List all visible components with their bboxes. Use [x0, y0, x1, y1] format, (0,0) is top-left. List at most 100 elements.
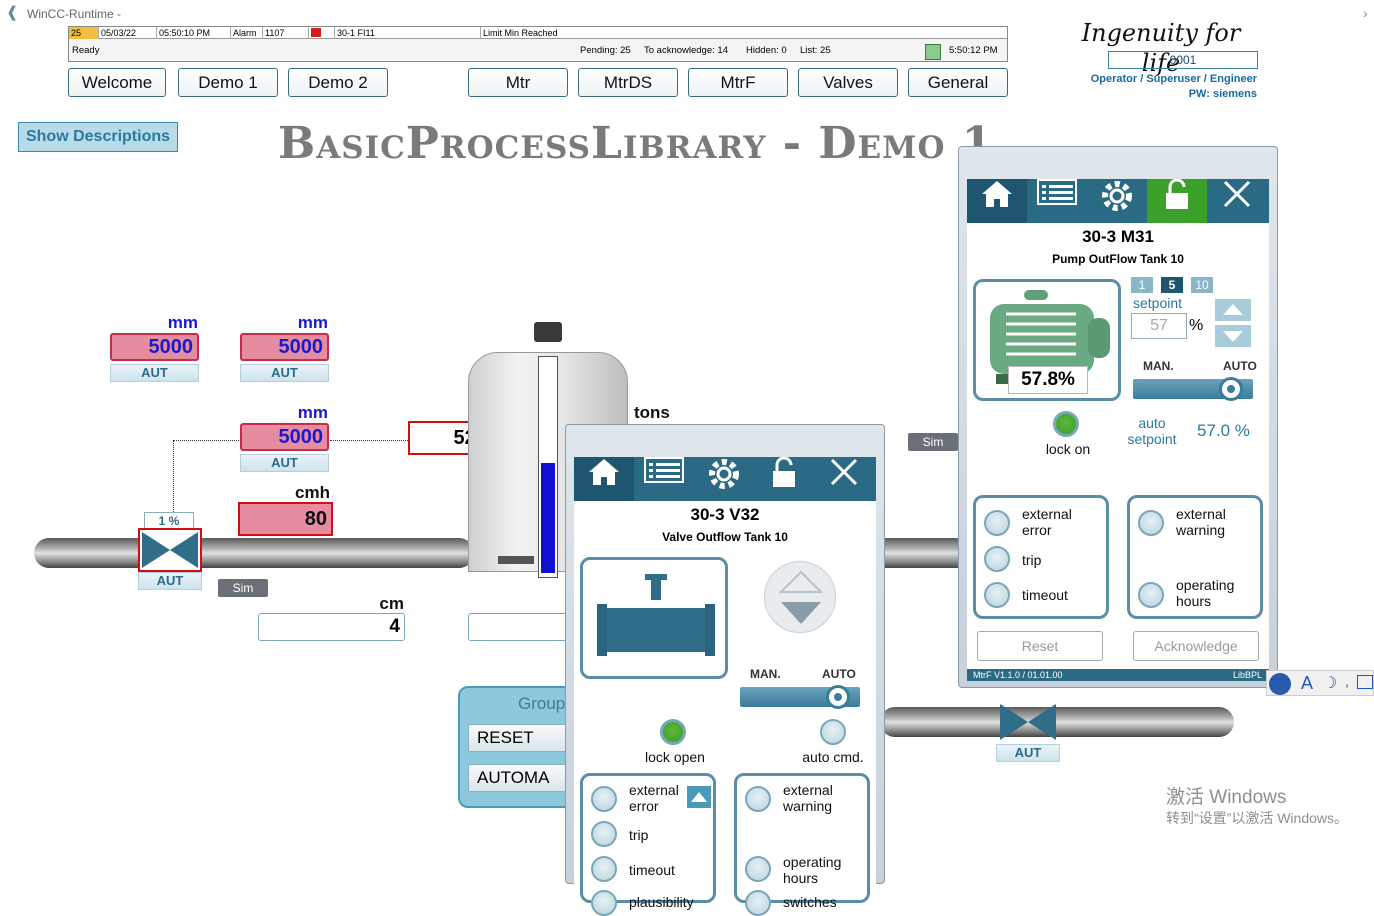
warning-group: external warning operating hours: [1127, 495, 1263, 619]
home-icon[interactable]: [574, 457, 634, 501]
nav-general-button[interactable]: General: [908, 68, 1008, 97]
level2-value[interactable]: 5000: [240, 333, 329, 361]
setpoint-input[interactable]: 57: [1131, 313, 1187, 339]
label-external-warning: external warning: [783, 782, 833, 814]
ime-logo-icon[interactable]: [1269, 673, 1291, 695]
nav-demo1-button[interactable]: Demo 1: [178, 68, 278, 97]
signal-line: [330, 440, 410, 441]
unlock-icon[interactable]: [754, 456, 814, 501]
tank-weight-field[interactable]: [468, 613, 568, 641]
close-icon[interactable]: [814, 457, 874, 501]
tank-level-bar: [538, 356, 558, 578]
ime-mode-icon[interactable]: A: [1301, 673, 1314, 693]
cm-value[interactable]: 4: [258, 613, 405, 641]
nav-welcome-button[interactable]: Welcome: [68, 68, 166, 97]
window-close-icon[interactable]: ›: [1363, 5, 1368, 21]
valve-body-icon: [597, 574, 715, 656]
user-password-hint: PW: siemens: [1188, 88, 1257, 100]
user-id-field[interactable]: 0001: [1108, 51, 1258, 69]
step-5-button[interactable]: 5: [1161, 277, 1183, 293]
motor-icon: [990, 290, 1110, 384]
scroll-up-icon[interactable]: [687, 786, 711, 808]
led-switches: [745, 890, 771, 916]
gear-icon[interactable]: [694, 457, 754, 501]
valve-left-position: 1 %: [144, 512, 194, 531]
close-icon[interactable]: [1207, 179, 1267, 223]
lock-on-indicator: [1053, 411, 1079, 437]
step-10-button[interactable]: 10: [1191, 277, 1213, 293]
valve-right[interactable]: [998, 702, 1058, 742]
mode-slider-knob[interactable]: [1219, 377, 1243, 401]
faceplate-tag: 30-3 M31: [1082, 227, 1154, 246]
alarm-row[interactable]: 25 05/03/22 05:50:10 PM Alarm 1107 30-1 …: [69, 27, 1007, 39]
valve-symbol: [580, 557, 728, 679]
valve-left[interactable]: [138, 528, 202, 572]
step-1-button[interactable]: 1: [1131, 277, 1153, 293]
valve-right-mode[interactable]: AUT: [996, 744, 1060, 762]
network-icon[interactable]: [925, 44, 941, 60]
reset-button[interactable]: Reset: [977, 631, 1103, 661]
brand-slogan: Ingenuity for life: [1081, 19, 1241, 77]
flow-value[interactable]: 80: [238, 502, 333, 536]
main-pipe: [34, 538, 474, 568]
led-timeout: [591, 856, 617, 882]
sim-left-button[interactable]: Sim: [218, 579, 268, 597]
open-close-control[interactable]: [764, 561, 836, 633]
nav-mtrds-button[interactable]: MtrDS: [578, 68, 678, 97]
ime-moon-icon[interactable]: ☽: [1323, 675, 1338, 692]
ime-keyboard-icon[interactable]: [1357, 675, 1373, 689]
label-timeout: timeout: [629, 862, 675, 878]
group-reset-button[interactable]: RESET: [468, 724, 575, 752]
setpoint-up-icon[interactable]: [1215, 299, 1251, 321]
level1-value[interactable]: 5000: [110, 333, 199, 361]
alarm-list: List: 25: [800, 45, 831, 56]
alarm-time: 05:50:10 PM: [157, 27, 231, 39]
led-external-error: [984, 510, 1010, 536]
nav-mtr-button[interactable]: Mtr: [468, 68, 568, 97]
motor-symbol: 57.8%: [973, 279, 1121, 401]
list-icon[interactable]: [1027, 179, 1087, 223]
show-descriptions-button[interactable]: Show Descriptions: [18, 122, 178, 152]
mode-slider-knob[interactable]: [826, 685, 850, 709]
error-group: external error trip timeout: [973, 495, 1109, 619]
led-operating-hours: [745, 856, 771, 882]
list-icon[interactable]: [634, 457, 694, 501]
auto-cmd-indicator: [820, 719, 846, 745]
warning-group: external warning operating hours switche…: [734, 773, 870, 916]
setpoint-down-icon[interactable]: [1215, 325, 1251, 347]
valve-icon: [142, 532, 198, 568]
nav-valves-button[interactable]: Valves: [798, 68, 898, 97]
label-external-warning: external warning: [1176, 506, 1226, 538]
auto-setpoint-label: auto setpoint: [1127, 415, 1177, 447]
window-title: WinCC-Runtime -: [27, 7, 122, 21]
alarm-clock: 5:50:12 PM: [949, 45, 998, 56]
sim-right-button[interactable]: Sim: [908, 433, 958, 451]
label-external-error: external error: [1022, 506, 1072, 538]
level2-mode[interactable]: AUT: [240, 364, 329, 382]
alarm-tag: 30-1 FI11: [335, 27, 481, 39]
home-icon[interactable]: [967, 179, 1027, 223]
level3-mode[interactable]: AUT: [240, 454, 329, 472]
level3-value[interactable]: 5000: [240, 423, 329, 451]
open-arrow-icon: [778, 570, 824, 593]
led-trip: [984, 546, 1010, 572]
ime-punct-icon[interactable]: ,: [1345, 673, 1349, 689]
valve-left-mode[interactable]: AUT: [138, 572, 202, 590]
label-operating-hours: operating hours: [1176, 577, 1235, 609]
level1-mode[interactable]: AUT: [110, 364, 199, 382]
led-operating-hours: [1138, 582, 1164, 608]
valve-icon: [1000, 704, 1056, 740]
unlock-icon[interactable]: [1147, 178, 1207, 223]
close-arrow-icon: [781, 602, 821, 624]
ime-toolbar[interactable]: A ☽ ,: [1266, 670, 1374, 696]
acknowledge-button[interactable]: Acknowledge: [1133, 631, 1259, 661]
nav-demo2-button[interactable]: Demo 2: [288, 68, 388, 97]
cm-unit: cm: [379, 594, 404, 613]
group-automatic-button[interactable]: AUTOMA: [468, 764, 575, 792]
mode-slider[interactable]: [740, 685, 860, 709]
nav-mtrf-button[interactable]: MtrF: [688, 68, 788, 97]
mode-slider[interactable]: [1133, 377, 1253, 401]
flow-unit: cmh: [295, 483, 330, 502]
gear-icon[interactable]: [1087, 179, 1147, 223]
label-trip: trip: [629, 827, 649, 843]
